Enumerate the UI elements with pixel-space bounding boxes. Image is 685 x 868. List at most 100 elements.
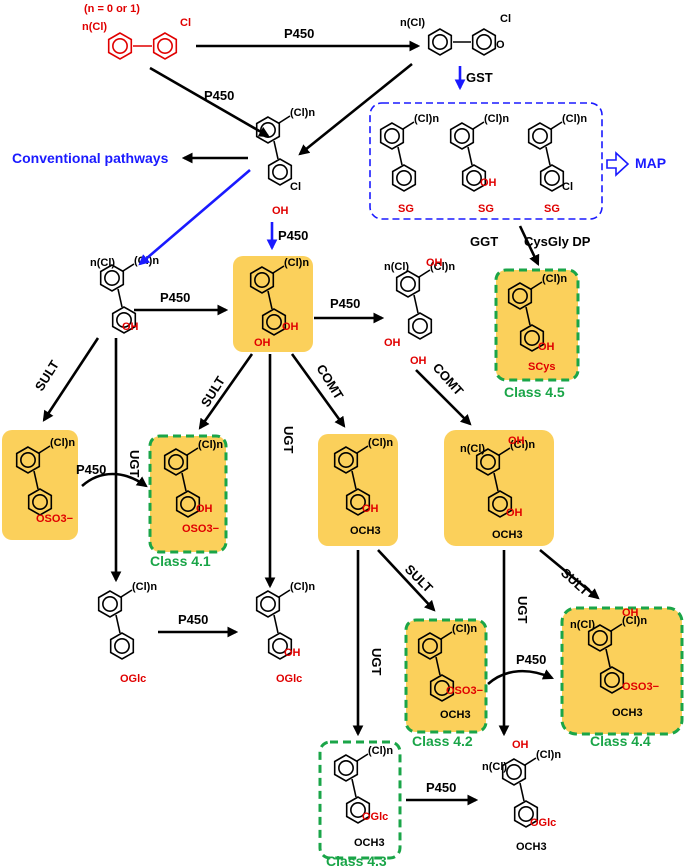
triol-oh-a: OH [384, 337, 401, 349]
parent-ring-right [152, 32, 178, 60]
class-4-2-mol-ring-bottom [429, 674, 455, 702]
gsh-b-cln-label: (Cl)n [484, 113, 509, 125]
gsh-b-sg: SG [478, 203, 494, 215]
class-4-1-border [148, 434, 228, 554]
glc-mid-linker [273, 614, 279, 634]
label-p450-curved-left: P450 [76, 462, 106, 477]
class-borders [148, 102, 684, 860]
methoxy-diol-cl-bond [498, 447, 511, 456]
methoxy-diol-ncl: n(Cl) [460, 443, 485, 455]
label-conventional-pathways: Conventional pathways [12, 150, 169, 166]
class-4-3-mol-cln-label: (Cl)n [368, 745, 393, 757]
class-4-4-label: Class 4.4 [590, 733, 651, 749]
mono-oh-label: OH [122, 321, 139, 333]
class-4-4-highlight [562, 608, 682, 734]
catechol-ring-bottom-aromatic [266, 314, 282, 330]
class-4-2-mol-ring-top [417, 632, 443, 660]
class-4-1-mol-ring-top-aromatic [168, 454, 184, 470]
class-4-2-mol-ring-top-aromatic [422, 638, 438, 654]
glc-left-ring-top [97, 590, 123, 618]
class-4-1-oh: OH [196, 503, 213, 515]
bottom-right-oglc: OGlc [530, 817, 556, 829]
arrow-ggt [518, 225, 540, 266]
triol-ring-top [395, 270, 421, 298]
catechol-ring-top-aromatic [254, 272, 270, 288]
epoxide-ring-right [471, 28, 497, 56]
triol-ring-bottom [407, 312, 433, 340]
class-4-5-mol-ring-bottom [519, 324, 545, 352]
class-4-2-highlight [406, 620, 486, 732]
methoxy-cl-bond [356, 445, 369, 454]
methoxy-diol-ring-top-aromatic [480, 454, 496, 470]
catechol-ring-bottom [261, 308, 287, 336]
sulfate-ring-bottom-aromatic [32, 494, 48, 510]
class-4-5-mol-ring-bottom-aromatic [524, 330, 540, 346]
class-4-2-mol-ring-bottom-aromatic [434, 680, 450, 696]
gsh-a-ring-top [379, 122, 405, 150]
bottom-right-mol-ring-top-aromatic [506, 764, 522, 780]
mono-oh-cl-bond [122, 263, 135, 272]
arrow-p450-curved-left [81, 472, 148, 488]
hydroxy-pcb-ring-bottom [267, 158, 293, 186]
bottom-right-ncl: n(Cl) [482, 761, 507, 773]
gsh-b-cl-bond [472, 121, 485, 130]
class-4-1-mol-linker [181, 472, 187, 492]
gsh-b-ring-bottom-aromatic [466, 170, 482, 186]
gsh-c-cln-label: (Cl)n [562, 113, 587, 125]
methoxy-highlight [318, 434, 398, 546]
methoxy-ring-bottom-aromatic [350, 494, 366, 510]
class-4-1-mol-ring-bottom-aromatic [180, 496, 196, 512]
bottom-right-mol-cln-label: (Cl)n [536, 749, 561, 761]
gsh-c-linker [545, 146, 551, 166]
label-ggt: GGT [470, 234, 498, 249]
catechol-highlight [233, 256, 313, 352]
gsh-b-linker [467, 146, 473, 166]
class-4-2-och3: OCH3 [440, 709, 471, 721]
epoxide-o-label: O [496, 39, 505, 51]
parent-ring-left-aromatic [112, 38, 128, 54]
class-4-4-mol-ring-top-aromatic [592, 630, 608, 646]
class-4-5-mol-cln-label: (Cl)n [542, 273, 567, 285]
gsh-c-ring-top-aromatic [532, 128, 548, 144]
sulfate-ring-bottom [27, 488, 53, 516]
label-p450-top: P450 [284, 26, 314, 41]
glc-mid-ring-top-aromatic [260, 596, 276, 612]
arrow-sult-4-4 [539, 548, 600, 600]
methoxy-oh: OH [362, 503, 379, 515]
bottom-right-oh: OH [512, 739, 529, 751]
sulfate-ring-top [15, 446, 41, 474]
label-sult-left: SULT [32, 358, 62, 394]
methoxy-diol-cln-label: (Cl)n [510, 439, 535, 451]
class-4-5-oh: OH [538, 341, 555, 353]
methoxy-ring-top-aromatic [338, 452, 354, 468]
label-comt-left: COMT [313, 362, 346, 402]
gsh-a-linker [397, 146, 403, 166]
methoxy-och3: OCH3 [350, 525, 381, 537]
class-4-4-oh: OH [622, 607, 639, 619]
label-gst: GST [466, 70, 493, 85]
class-4-4-mol-cl-bond [610, 623, 623, 632]
label-sult-middle: SULT [198, 374, 228, 410]
triol-ncl: n(Cl) [384, 261, 409, 273]
class-4-2-border [404, 618, 488, 734]
class-4-1-mol-cln-label: (Cl)n [198, 439, 223, 451]
class-4-1-oso3: OSO3− [182, 523, 219, 535]
sulfate-linker [33, 470, 39, 490]
label-ugt-right: UGT [515, 596, 530, 624]
arrow-sult-4-2 [377, 549, 436, 612]
bottom-right-mol-ring-bottom [513, 800, 539, 828]
arrow-blue-diagonal [138, 169, 251, 266]
epoxide-ring-left-aromatic [432, 34, 448, 50]
gsh-c-ring-top [527, 122, 553, 150]
class-4-3-och3: OCH3 [354, 837, 385, 849]
glc-left-cl-bond [120, 589, 133, 598]
methoxy-diol-ring-bottom [487, 490, 513, 518]
class-4-2-label: Class 4.2 [412, 733, 473, 749]
epoxide-cl-label: Cl [500, 13, 511, 25]
catechol-linker [267, 290, 273, 310]
bottom-right-och3: OCH3 [516, 841, 547, 853]
epoxide-ring-right-aromatic [476, 34, 492, 50]
catechol-oh-b: OH [254, 337, 271, 349]
